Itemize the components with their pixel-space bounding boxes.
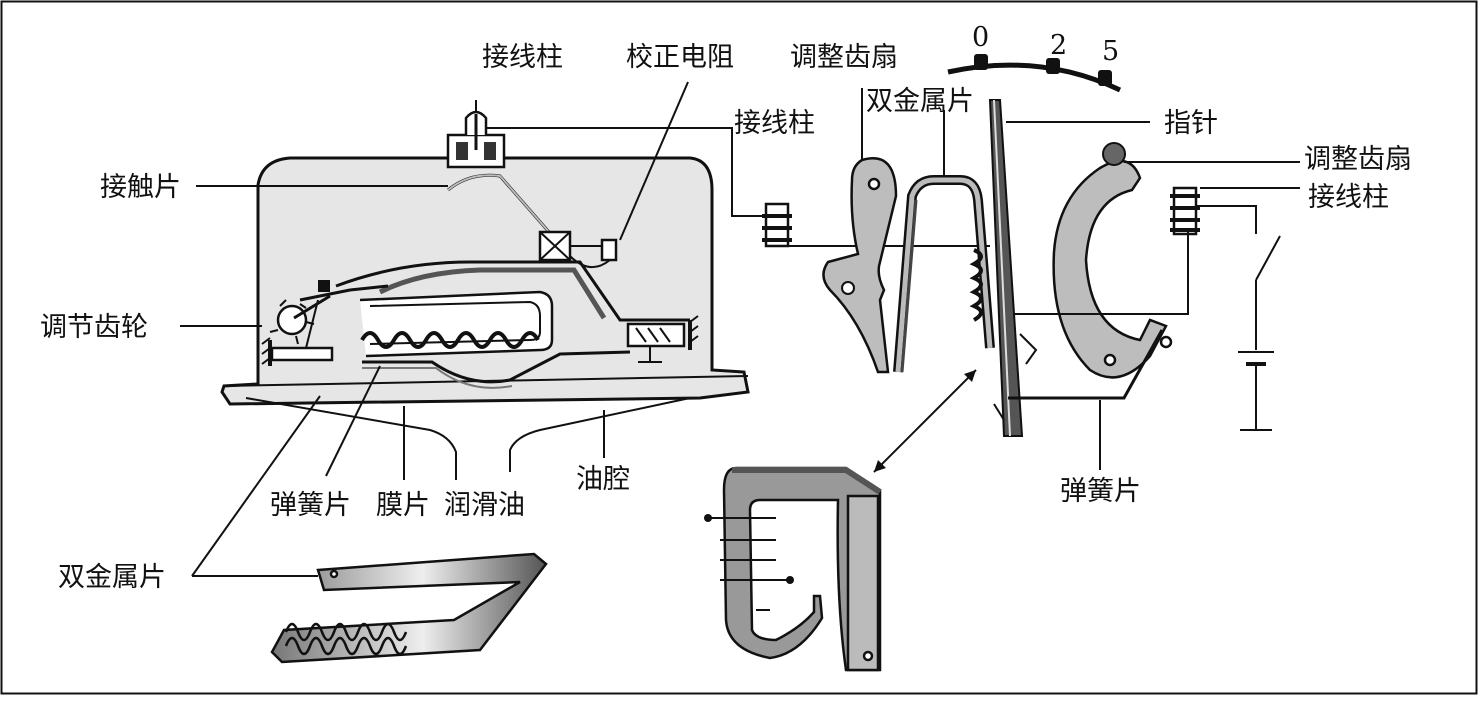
membrane-plate [362,350,631,384]
detail-arrow [873,369,977,473]
label-contact-piece: 接触片 [100,172,181,203]
adjust-sector-right [1052,142,1173,379]
adjust-gear [261,280,389,366]
label-terminal-right: 接线柱 [1308,182,1389,213]
calibration-resistor [538,230,618,268]
bimetal-gauge [893,175,995,373]
scale-tick-0: 0 [972,22,989,53]
label-lubricating-oil: 润滑油 [444,490,525,521]
label-membrane: 膜片 [376,490,430,521]
label-adjust-gear: 调节齿轮 [40,312,148,343]
scale-tick-2: 2 [1050,30,1067,61]
detail-bimetal-bottom [270,552,548,664]
sensor-housing [220,156,750,406]
wire-top [486,127,770,217]
label-spring-piece-left: 弹簧片 [270,490,351,521]
leader-lines [180,81,1300,577]
middle-terminal [762,202,792,248]
label-spring-piece-right: 弹簧片 [1060,476,1141,507]
label-oil-cavity: 油腔 [576,464,630,495]
oil-cavity-block [626,315,699,363]
detail-bimetal [704,466,882,672]
label-bimetal-right: 双金属片 [866,86,974,117]
scale-tick-5: 5 [1102,36,1119,67]
top-terminal [446,110,506,169]
circuit [1014,205,1281,431]
label-terminal-top: 接线柱 [482,42,563,73]
adjust-sector-left [822,157,898,374]
gauge-coil [969,248,983,322]
pointer-needle [988,99,1038,437]
label-adjust-sector-right: 调整齿扇 [1304,144,1412,175]
spring-piece-right [1008,329,1164,400]
label-pointer: 指针 [1164,108,1218,139]
label-bimetal-bottom: 双金属片 [58,562,166,593]
gauge-scale [947,54,1122,93]
right-terminal [1170,186,1200,236]
label-adjust-sector-top: 调整齿扇 [790,42,898,73]
heating-coil [360,331,540,349]
label-calibration-resistor: 校正电阻 [626,42,734,73]
label-terminal-mid: 接线柱 [734,108,815,139]
